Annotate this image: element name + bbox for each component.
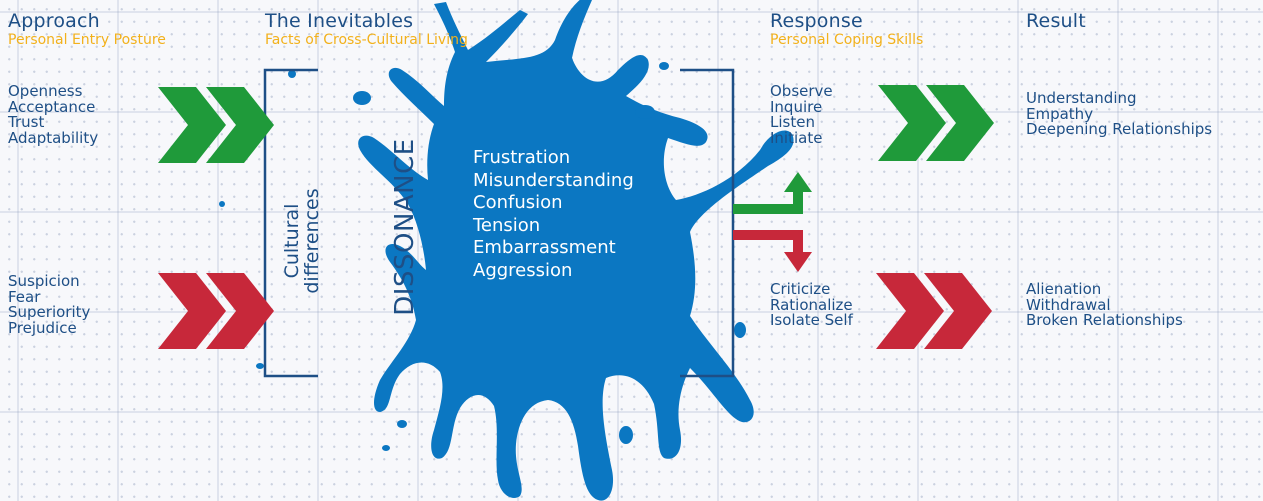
approach-subtitle: Personal Entry Posture — [8, 32, 166, 48]
list-item: Inquire — [770, 97, 823, 116]
list-item: Prejudice — [8, 318, 77, 337]
approach-positive-list: Openness Acceptance Trust Adaptability — [8, 82, 99, 147]
result-header: Result — [1026, 10, 1086, 32]
list-item: Withdrawal — [1026, 295, 1111, 314]
list-item: Tension — [473, 214, 541, 236]
response-negative-list: Criticize Rationalize Isolate Self — [770, 280, 853, 329]
list-item: Observe — [770, 82, 833, 100]
cultural-label-line1: Cultural — [281, 203, 303, 279]
list-item: Frustration — [473, 147, 571, 168]
list-item: Listen — [770, 113, 815, 131]
inevitables-subtitle: Facts of Cross-Cultural Living — [265, 32, 468, 48]
list-item: Isolate Self — [770, 311, 853, 329]
left-bracket — [263, 68, 318, 378]
list-item: Criticize — [770, 280, 831, 298]
dissonance-label: DISSONANCE — [390, 138, 420, 316]
list-item: Embarrassment — [473, 237, 616, 258]
dissonance-list: Frustration Misunderstanding Confusion T… — [473, 147, 634, 282]
approach-header: Approach Personal Entry Posture — [8, 10, 166, 48]
list-item: Superiority — [8, 303, 91, 321]
inevitables-title: The Inevitables — [265, 10, 414, 32]
list-item: Rationalize — [770, 295, 853, 314]
down-arrow — [733, 230, 812, 272]
approach-positive-chevrons — [158, 87, 274, 163]
list-item: Alienation — [1026, 280, 1102, 298]
list-item: Misunderstanding — [473, 169, 634, 191]
approach-negative-chevrons — [158, 273, 274, 349]
result-positive-list: Understanding Empathy Deepening Relation… — [1026, 89, 1213, 138]
result-positive-chevrons — [878, 85, 994, 161]
list-item: Initiate — [770, 128, 823, 147]
list-item: Empathy — [1026, 104, 1094, 123]
list-item: Suspicion — [8, 272, 80, 290]
inevitables-header: The Inevitables Facts of Cross-Cultural … — [265, 10, 468, 48]
response-positive-list: Observe Inquire Listen Initiate — [770, 82, 833, 147]
list-item: Broken Relationships — [1026, 311, 1183, 329]
list-item: Deepening Relationships — [1026, 120, 1213, 138]
approach-title: Approach — [8, 10, 100, 32]
up-arrow — [733, 172, 812, 214]
result-title: Result — [1026, 10, 1086, 32]
list-item: Openness — [8, 82, 83, 100]
list-item: Adaptability — [8, 128, 99, 147]
list-item: Aggression — [473, 259, 573, 281]
response-header: Response Personal Coping Skills — [770, 10, 923, 48]
response-title: Response — [770, 10, 863, 32]
result-negative-chevrons — [876, 273, 992, 349]
list-item: Trust — [8, 113, 45, 131]
list-item: Understanding — [1026, 89, 1137, 107]
cultural-label-line2: differences — [301, 188, 323, 294]
right-bracket — [680, 68, 735, 378]
response-subtitle: Personal Coping Skills — [770, 32, 924, 48]
list-item: Acceptance — [8, 97, 96, 116]
list-item: Confusion — [473, 192, 563, 213]
list-item: Fear — [8, 287, 41, 306]
result-negative-list: Alienation Withdrawal Broken Relationshi… — [1026, 280, 1183, 329]
cultural-differences-label: Cultural differences — [281, 171, 328, 311]
approach-negative-list: Suspicion Fear Superiority Prejudice — [8, 272, 91, 337]
